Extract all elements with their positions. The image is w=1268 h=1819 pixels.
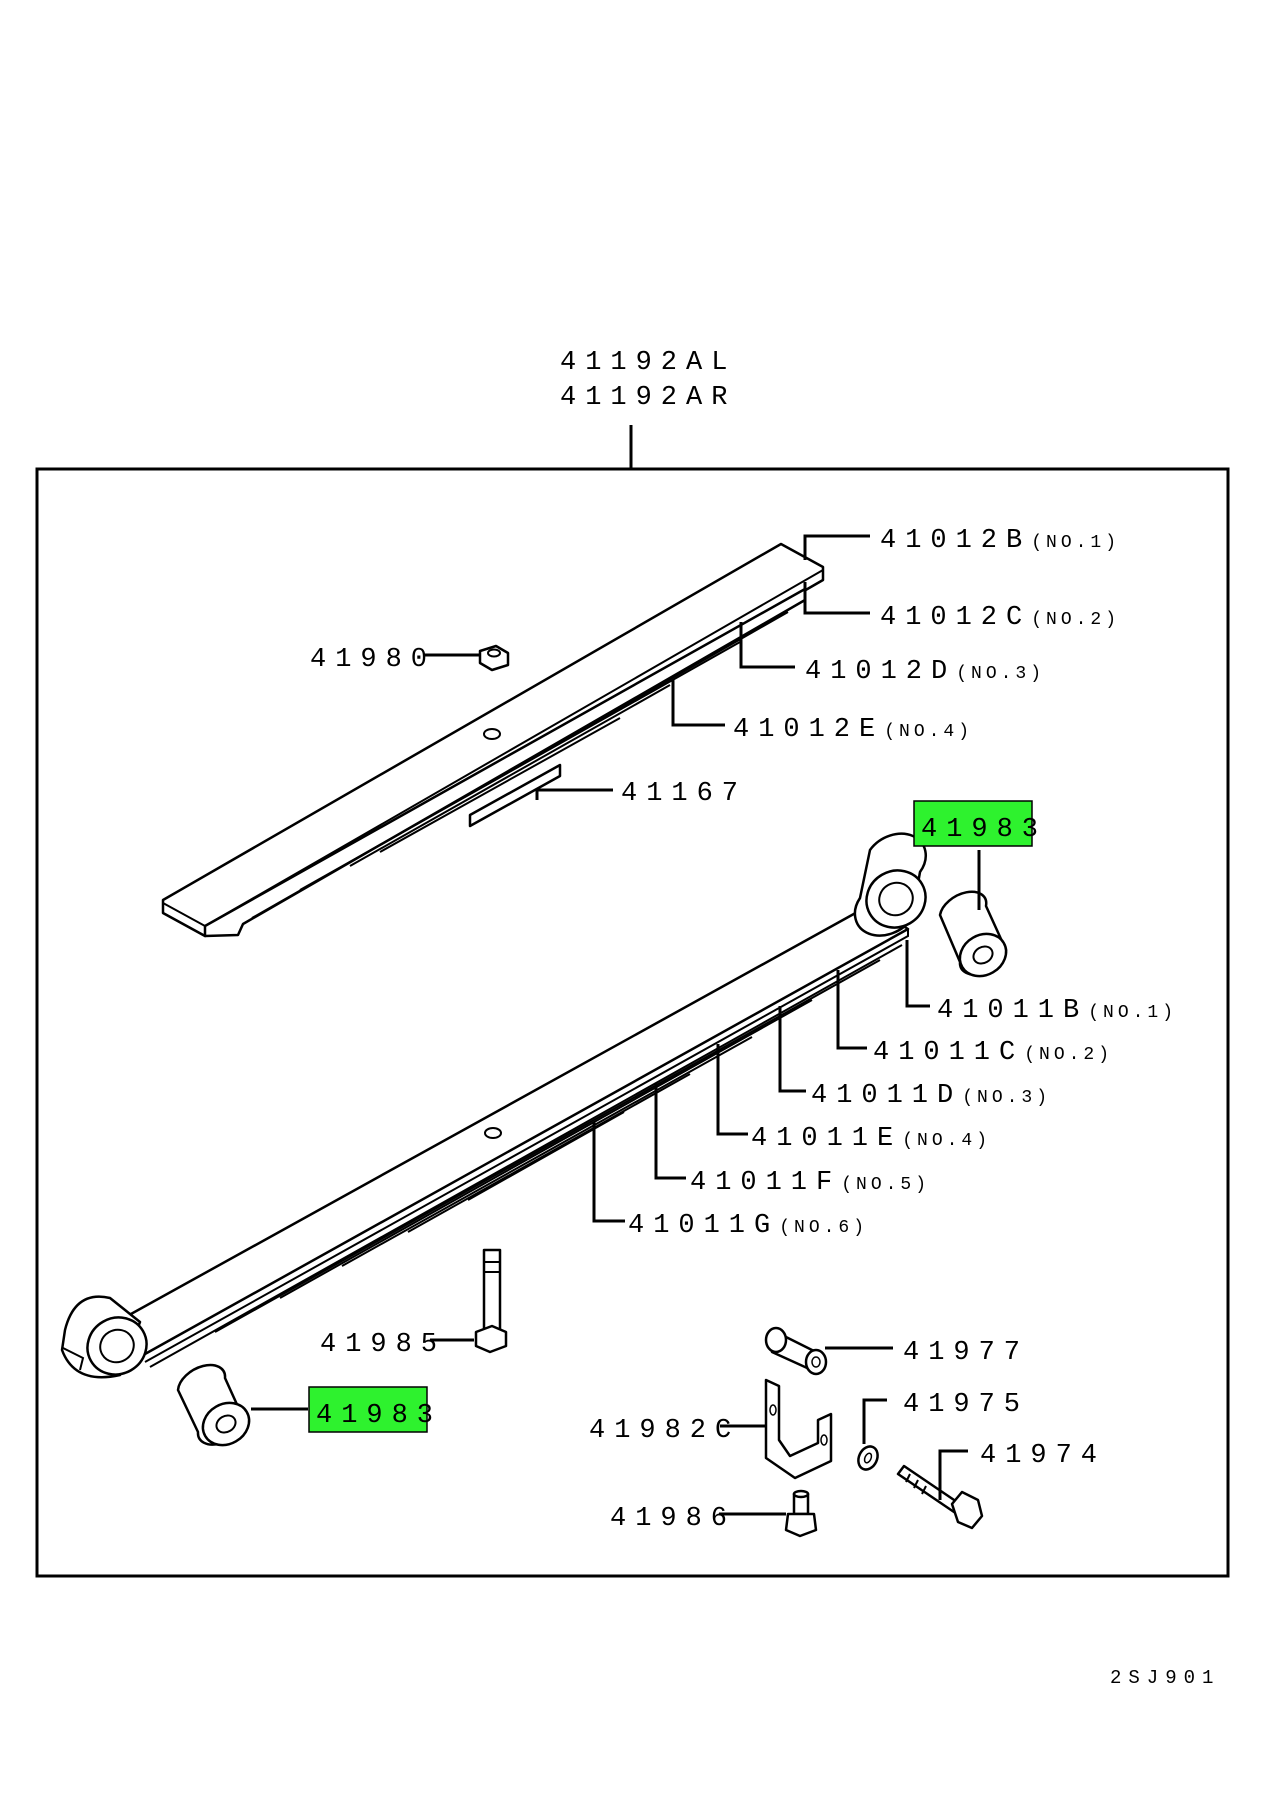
label-41011D: 41011D xyxy=(811,1081,962,1111)
note-41011F: (NO.5) xyxy=(841,1175,930,1195)
note-41011C: (NO.2) xyxy=(1024,1045,1113,1065)
label-41011F: 41011F xyxy=(690,1168,841,1198)
bushing-right-shape xyxy=(938,890,1008,978)
note-41011B: (NO.1) xyxy=(1088,1003,1177,1023)
leader-lines xyxy=(251,534,981,1516)
svg-text:41012C(NO.2): 41012C(NO.2) xyxy=(880,603,1120,633)
pin-41977-shape xyxy=(764,1326,828,1376)
label-41977: 41977 xyxy=(903,1338,1029,1368)
note-41011D: (NO.3) xyxy=(962,1088,1051,1108)
lower-center-hole xyxy=(484,1127,502,1139)
svg-text:41011F(NO.5): 41011F(NO.5) xyxy=(690,1168,930,1198)
label-41982C: 41982C xyxy=(589,1416,740,1446)
label-41012E: 41012E xyxy=(733,715,884,745)
highlight-41983-left[interactable] xyxy=(308,1386,428,1433)
svg-text:41011G(NO.6): 41011G(NO.6) xyxy=(628,1211,868,1241)
svg-text:41011D(NO.3): 41011D(NO.3) xyxy=(811,1081,1051,1111)
note-41012D: (NO.3) xyxy=(956,664,1045,684)
note-41012E: (NO.4) xyxy=(884,722,973,742)
shackle-41982C-shape xyxy=(764,1378,833,1480)
upper-spring-illustration xyxy=(161,542,825,938)
drawing-code: 2SJ901 xyxy=(1110,1667,1220,1689)
nut-41980-shape xyxy=(478,644,510,672)
label-41985: 41985 xyxy=(320,1330,446,1360)
upper-pad-shape xyxy=(468,763,562,828)
label-41986: 41986 xyxy=(610,1504,736,1534)
assembly-label-left: 41192AL xyxy=(560,348,736,378)
upper-leaf-2 xyxy=(203,587,807,938)
label-41980: 41980 xyxy=(310,645,436,675)
grease-nipple-shape xyxy=(784,1489,818,1538)
note-41011G: (NO.6) xyxy=(779,1218,868,1238)
note-41011E: (NO.4) xyxy=(902,1131,991,1151)
bushing-left-shape xyxy=(176,1363,251,1447)
svg-text:41011B(NO.1): 41011B(NO.1) xyxy=(937,996,1177,1026)
bolt-41974-shape xyxy=(896,1464,984,1530)
svg-text:41011E(NO.4): 41011E(NO.4) xyxy=(751,1124,991,1154)
assembly-label-right: 41192AR xyxy=(560,383,736,413)
svg-text:41011C(NO.2): 41011C(NO.2) xyxy=(873,1038,1113,1068)
svg-text:41012B(NO.1): 41012B(NO.1) xyxy=(880,526,1120,556)
note-41012C: (NO.2) xyxy=(1031,610,1120,630)
svg-text:41012E(NO.4): 41012E(NO.4) xyxy=(733,715,973,745)
note-41012B: (NO.1) xyxy=(1031,533,1120,553)
label-41012D: 41012D xyxy=(805,657,956,687)
label-41012C: 41012C xyxy=(880,603,1031,633)
lower-spring-illustration xyxy=(60,832,927,1379)
label-41011E: 41011E xyxy=(751,1124,902,1154)
label-41011C: 41011C xyxy=(873,1038,1024,1068)
label-41167: 41167 xyxy=(621,779,747,809)
label-41011G: 41011G xyxy=(628,1211,779,1241)
assembly-frame xyxy=(35,467,1230,1578)
svg-text:41012D(NO.3): 41012D(NO.3) xyxy=(805,657,1045,687)
label-41975: 41975 xyxy=(903,1390,1029,1420)
label-41983-right[interactable]: 41983 xyxy=(921,815,1047,845)
upper-leaf-1 xyxy=(161,542,825,938)
label-41011B: 41011B xyxy=(937,996,1088,1026)
label-41974: 41974 xyxy=(980,1441,1106,1471)
label-41983-left[interactable]: 41983 xyxy=(316,1401,442,1431)
upper-center-hole xyxy=(483,728,501,740)
highlight-41983-right[interactable] xyxy=(913,800,1033,847)
center-bolt-shape xyxy=(474,1248,508,1354)
label-41012B: 41012B xyxy=(880,526,1031,556)
